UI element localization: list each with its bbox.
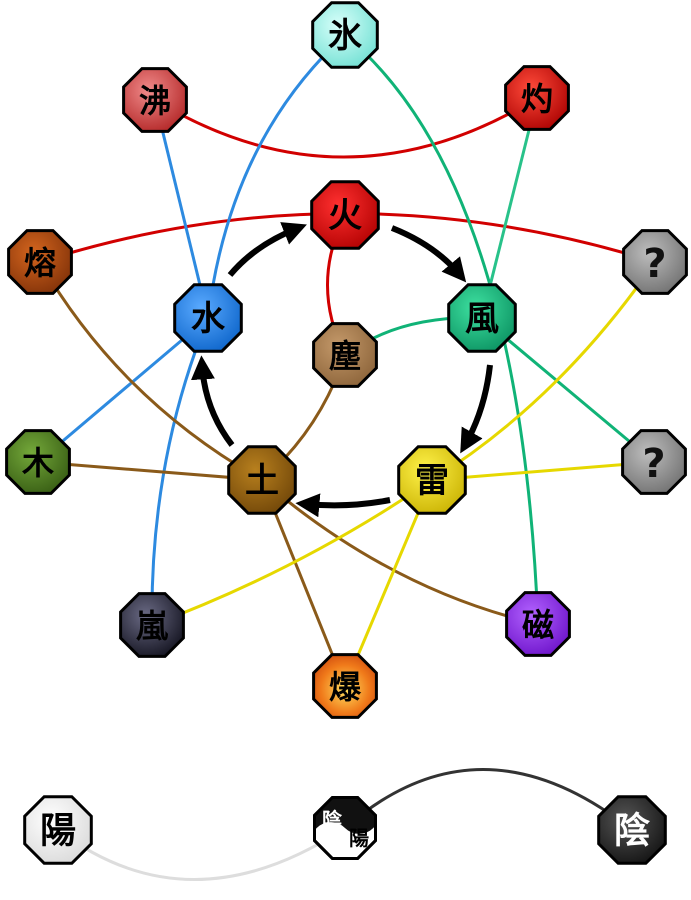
link-storm-lightning xyxy=(151,478,433,627)
node-yang: 陽 xyxy=(23,795,93,865)
arrow-wind-to-lightning xyxy=(460,364,493,454)
dust-glyph: 塵 xyxy=(329,337,361,375)
node-yin: 陰 xyxy=(597,795,667,865)
link-yinyang-yin xyxy=(344,768,633,832)
node-storm: 嵐 xyxy=(119,592,185,658)
arrow-fire-to-wind xyxy=(390,225,467,283)
arrow-water-to-fire xyxy=(227,222,307,277)
node-wind: 風 xyxy=(447,283,517,353)
link-storm-water xyxy=(150,317,210,626)
link-wind-unknown-2 xyxy=(481,316,655,464)
link-boil-water xyxy=(153,99,210,319)
node-unknown-2: ? xyxy=(621,429,687,495)
node-magnet: 磁 xyxy=(505,591,571,657)
nature-nodes: 氷 沸 灼 火 熔 ? 水 風 xyxy=(5,1,688,865)
link-boil-scorch xyxy=(154,96,538,159)
node-earth: 土 xyxy=(227,445,297,515)
yang-glyph: 陽 xyxy=(40,811,76,852)
arrow-earth-to-water xyxy=(190,355,235,447)
ice-glyph: 氷 xyxy=(328,16,363,56)
link-ice-magnet xyxy=(344,33,540,625)
link-unknown-2-lightning xyxy=(431,460,655,482)
link-scorch-wind xyxy=(480,97,539,319)
node-yinyang: 陰 陽 xyxy=(313,796,377,860)
node-water: 水 xyxy=(173,283,243,353)
link-ice-water xyxy=(206,33,347,319)
yinyang-yin-glyph: 陰 xyxy=(322,808,343,832)
link-lava-earth xyxy=(38,261,263,482)
node-boil: 沸 xyxy=(122,67,188,133)
node-ice: 氷 xyxy=(311,1,379,69)
node-unknown-1: ? xyxy=(622,229,688,295)
earth-glyph: 土 xyxy=(245,461,279,501)
node-fire: 火 xyxy=(310,180,380,250)
wind-glyph: 風 xyxy=(465,299,499,339)
magnet-glyph: 磁 xyxy=(522,606,554,644)
lava-glyph: 熔 xyxy=(24,244,56,282)
node-explosion: 爆 xyxy=(312,653,378,719)
boil-glyph: 沸 xyxy=(139,82,171,120)
elemental-cycle-arrows xyxy=(190,222,493,518)
node-scorch: 灼 xyxy=(504,65,570,131)
water-glyph: 水 xyxy=(191,299,226,339)
link-yang-yinyang xyxy=(57,826,346,881)
node-wood: 木 xyxy=(5,429,71,495)
yin-glyph: 陰 xyxy=(614,811,650,852)
wood-glyph: 木 xyxy=(21,444,54,482)
storm-glyph: 嵐 xyxy=(136,607,169,645)
yinyang-yang-glyph: 陽 xyxy=(349,826,369,850)
unknown-1-glyph: ? xyxy=(643,241,666,287)
explosion-glyph: 爆 xyxy=(329,668,362,706)
link-unknown-1-lightning xyxy=(431,261,657,482)
node-lightning: 雷 xyxy=(397,445,467,515)
link-wood-water xyxy=(37,316,209,464)
lightning-glyph: 雷 xyxy=(415,461,449,501)
node-dust: 塵 xyxy=(312,322,378,388)
arrow-lightning-to-earth xyxy=(295,493,391,518)
fire-glyph: 火 xyxy=(328,196,362,236)
connection-lines xyxy=(37,33,657,881)
scorch-glyph: 灼 xyxy=(521,80,553,118)
unknown-2-glyph: ? xyxy=(642,441,665,487)
node-lava: 熔 xyxy=(7,229,73,295)
link-wood-earth xyxy=(37,460,263,482)
